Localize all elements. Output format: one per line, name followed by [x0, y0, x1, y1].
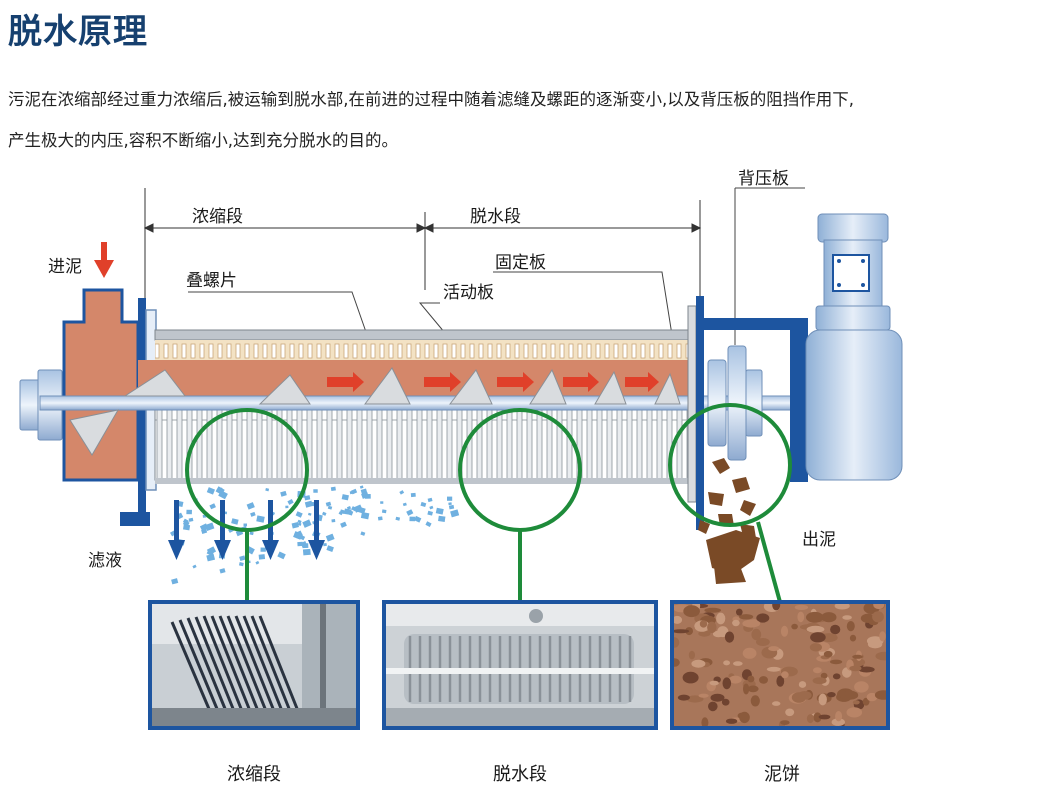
- description-line-2: 产生极大的内压,容积不断缩小,达到充分脱水的目的。: [8, 131, 398, 150]
- drive-motor: [805, 213, 903, 481]
- photo-thickening-section: [148, 600, 360, 730]
- page-title: 脱水原理: [8, 12, 148, 52]
- zoom-indicators: [185, 403, 792, 603]
- filtrate-droplets: [169, 485, 460, 585]
- label-stacked-spiral: 叠螺片: [186, 271, 237, 291]
- sludge-cake-outflow: [698, 458, 760, 584]
- caption-dewatering: 脱水段: [493, 764, 547, 785]
- photo-sludge-cake: [670, 600, 890, 730]
- label-back-pressure-plate: 背压板: [738, 169, 789, 189]
- caption-sludge-cake: 泥饼: [764, 764, 800, 785]
- zoom-ring-cake: [668, 403, 792, 527]
- label-sludge-outlet: 出泥: [802, 530, 836, 550]
- label-moving-plate: 活动板: [443, 283, 494, 303]
- label-fixed-plate: 固定板: [495, 253, 546, 273]
- caption-thickening: 浓缩段: [227, 764, 281, 785]
- section-dimension-lines: [143, 188, 702, 300]
- photo-dewatering-section: [382, 600, 658, 730]
- label-filtrate: 滤液: [88, 551, 122, 571]
- flow-arrows: [327, 372, 659, 392]
- screw-flights: [69, 367, 681, 456]
- label-thickening-section: 浓缩段: [192, 207, 243, 227]
- label-dewatering-section: 脱水段: [470, 207, 521, 227]
- inlet-arrow: [94, 242, 114, 278]
- thickening-photo-image: [152, 604, 356, 726]
- description-line-1: 污泥在浓缩部经过重力浓缩后,被运输到脱水部,在前进的过程中随着滤缝及螺距的逐渐变…: [8, 90, 854, 109]
- filtrate-arrows: [168, 500, 325, 560]
- label-sludge-inlet: 进泥: [48, 257, 82, 277]
- dewatering-photo-image: [386, 604, 654, 726]
- screw-body: [138, 329, 691, 484]
- cake-photo-image: [674, 604, 886, 726]
- back-pressure-assembly: [687, 296, 808, 530]
